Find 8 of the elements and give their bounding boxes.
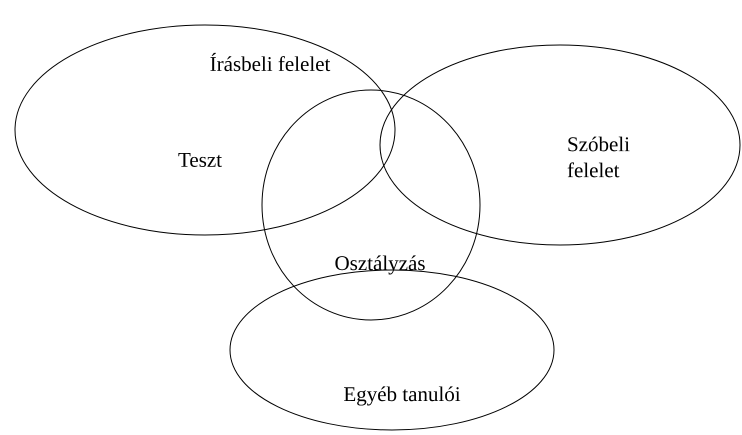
ellipse — [380, 44, 740, 246]
ellipse — [14, 24, 396, 236]
label-text: Osztályzás — [335, 255, 425, 275]
label-text: Egyéb tanulói — [344, 386, 460, 406]
label-text: Teszt — [178, 153, 222, 167]
label-text: Szóbeli felelet — [568, 136, 630, 178]
ellipse — [262, 90, 480, 320]
label-text: Írásbeli felelet — [210, 52, 330, 72]
